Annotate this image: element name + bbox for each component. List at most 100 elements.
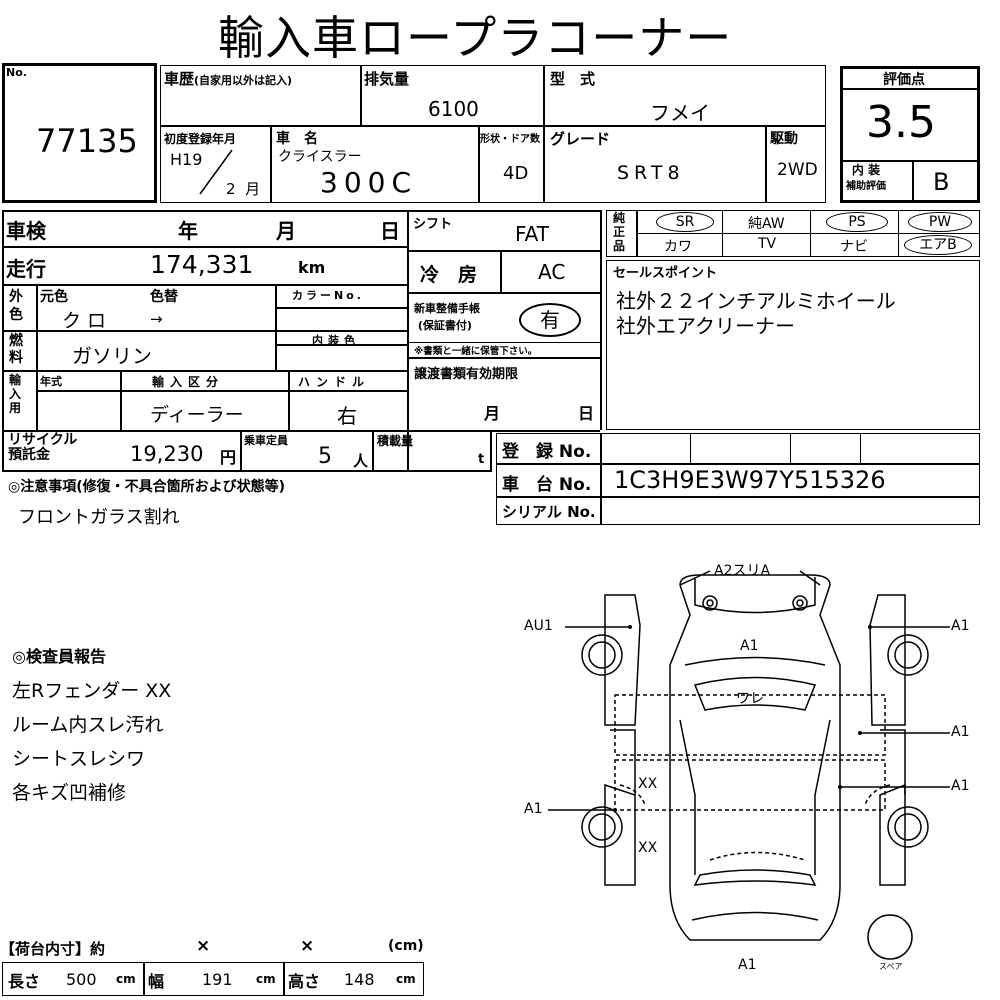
equip-pw: PW	[908, 212, 972, 232]
model-type-label: 型 式	[550, 70, 596, 88]
body-doors-value: 4D	[503, 163, 529, 184]
capacity-unit: 人	[353, 452, 369, 470]
handle-label: ハンドル	[298, 375, 371, 389]
equip-leather: カワ	[664, 239, 692, 255]
change-color-label: 色替	[150, 289, 178, 305]
diagram-top-label: A2スリA	[714, 563, 771, 579]
first-reg-month: 2 月	[226, 180, 261, 198]
inspector-item-3: シートスレシワ	[12, 748, 146, 770]
recycle-unit: 円	[220, 448, 237, 467]
sales-point-box	[606, 260, 980, 430]
orig-color-label: 元色	[40, 289, 68, 305]
equip-navi: ナビ	[840, 239, 868, 255]
cargo-label: 【荷台内寸】約	[0, 940, 106, 958]
recycle-value: 19,230	[130, 442, 204, 466]
equip-tv: TV	[758, 236, 777, 252]
cargo-length-label: 長さ	[8, 972, 41, 991]
model-year-label: 年式	[40, 375, 62, 388]
diagram-xx-2: XX	[638, 840, 658, 856]
diagram-au1: AU1	[524, 618, 553, 634]
inspector-item-4: 各キズ凹補修	[12, 782, 127, 804]
transfer-label: 譲渡書類有効期限	[414, 367, 519, 382]
diagram-xx-1: XX	[638, 776, 658, 792]
service-book-label: 新車整備手帳 (保証書付)	[414, 302, 480, 332]
fuel-value: ガソリン	[72, 344, 152, 368]
chassis-label: 車 台 No.	[502, 475, 592, 495]
capacity-label: 乗車定員	[244, 434, 288, 447]
first-reg-year: H19	[170, 150, 203, 169]
cargo-height-label: 高さ	[288, 972, 321, 991]
diagram-hood: A1	[740, 638, 759, 654]
interior-color-label: 内装色	[312, 334, 360, 347]
cargo-height: 148	[344, 970, 375, 989]
history-label: 車歴(自家用以外は記入)	[164, 70, 293, 88]
inspector-label: ◎検査員報告	[12, 647, 106, 666]
mileage-label: 走行	[6, 257, 46, 281]
import-class-label: 輸入区分	[152, 375, 225, 389]
inspection-label: 車検	[6, 219, 46, 243]
cargo-x1: ×	[196, 936, 211, 956]
chassis-value: 1C3H9E3W97Y515326	[614, 466, 886, 494]
diagram-a1-right-3: A1	[951, 778, 970, 794]
diagram-a1-right-1: A1	[951, 618, 970, 634]
page-title: 輸入車ロープラコーナー	[218, 11, 733, 65]
equip-alloy: 純AW	[748, 216, 785, 232]
cargo-x2: ×	[300, 936, 315, 956]
shift-label: シフト	[413, 217, 453, 232]
color-no-label: カラーNo.	[292, 289, 364, 302]
rating-label: 評価点	[883, 72, 925, 88]
import-label: 輸入用	[9, 373, 22, 415]
inspector-item-2: ルーム内スレ汚れ	[12, 714, 164, 736]
grade-value: SRT8	[617, 162, 685, 184]
service-book-value: 有	[519, 303, 581, 337]
fuel-label: 燃料	[9, 333, 23, 366]
first-reg-label: 初度登録年月	[164, 132, 237, 146]
capacity-value: 5	[318, 444, 332, 469]
equip-airbag: エアB	[904, 235, 972, 255]
displacement-label: 排気量	[364, 70, 410, 88]
drive-label: 駆動	[770, 131, 798, 147]
car-maker: クライスラー	[278, 149, 362, 165]
import-class-value: ディーラー	[150, 404, 244, 426]
ac-label: 冷 房	[420, 264, 478, 286]
cargo-height-unit: cm	[396, 972, 416, 986]
lot-label: No.	[6, 66, 27, 79]
drive-value: 2WD	[777, 160, 818, 180]
diagram-a1-right-2: A1	[951, 724, 970, 740]
caution-label: ◎注意事項(修復・不具合箇所および状態等)	[8, 479, 286, 495]
body-doors-label: 形状・ドア数	[480, 134, 540, 145]
load-unit: t	[478, 452, 485, 467]
diagram-a1-left: A1	[524, 801, 543, 817]
cargo-width-label: 幅	[148, 972, 165, 991]
car-name-label: 車 名	[276, 131, 318, 147]
mileage-unit: km	[298, 258, 326, 277]
sales-point-line1: 社外２２インチアルミホイール	[616, 289, 896, 313]
inspector-item-1: 左Rフェンダー XX	[12, 680, 172, 702]
inspection-day: 日	[380, 219, 400, 243]
info-grid-frame	[160, 65, 826, 203]
change-color-value: →	[150, 310, 163, 328]
interior-label: 内 装補助評価	[846, 163, 886, 192]
handle-value: 右	[337, 404, 357, 428]
lot-number: 77135	[36, 122, 138, 160]
cargo-box	[2, 962, 424, 996]
registration-box	[496, 433, 980, 525]
orig-color-value: クロ	[62, 310, 113, 332]
equip-sr: SR	[656, 212, 714, 232]
exterior-label: 外色	[9, 289, 23, 323]
diagram-windshield: ワレ	[736, 691, 764, 707]
rating-value: 3.5	[866, 97, 936, 148]
cargo-width-unit: cm	[256, 972, 276, 986]
cargo-width: 191	[202, 970, 233, 989]
shift-value: FAT	[515, 222, 550, 246]
car-name-value: 300C	[320, 166, 417, 199]
transfer-day: 日	[578, 404, 595, 423]
interior-value: B	[933, 168, 950, 196]
service-book-note: ※書類と一緒に保管下さい。	[414, 346, 538, 357]
cargo-length-unit: cm	[116, 972, 136, 986]
transfer-month: 月	[484, 404, 501, 423]
model-type-value: フメイ	[650, 101, 710, 125]
cargo-unit: (cm)	[388, 938, 424, 954]
grade-label: グレード	[550, 130, 611, 148]
displacement-value: 6100	[428, 97, 479, 121]
